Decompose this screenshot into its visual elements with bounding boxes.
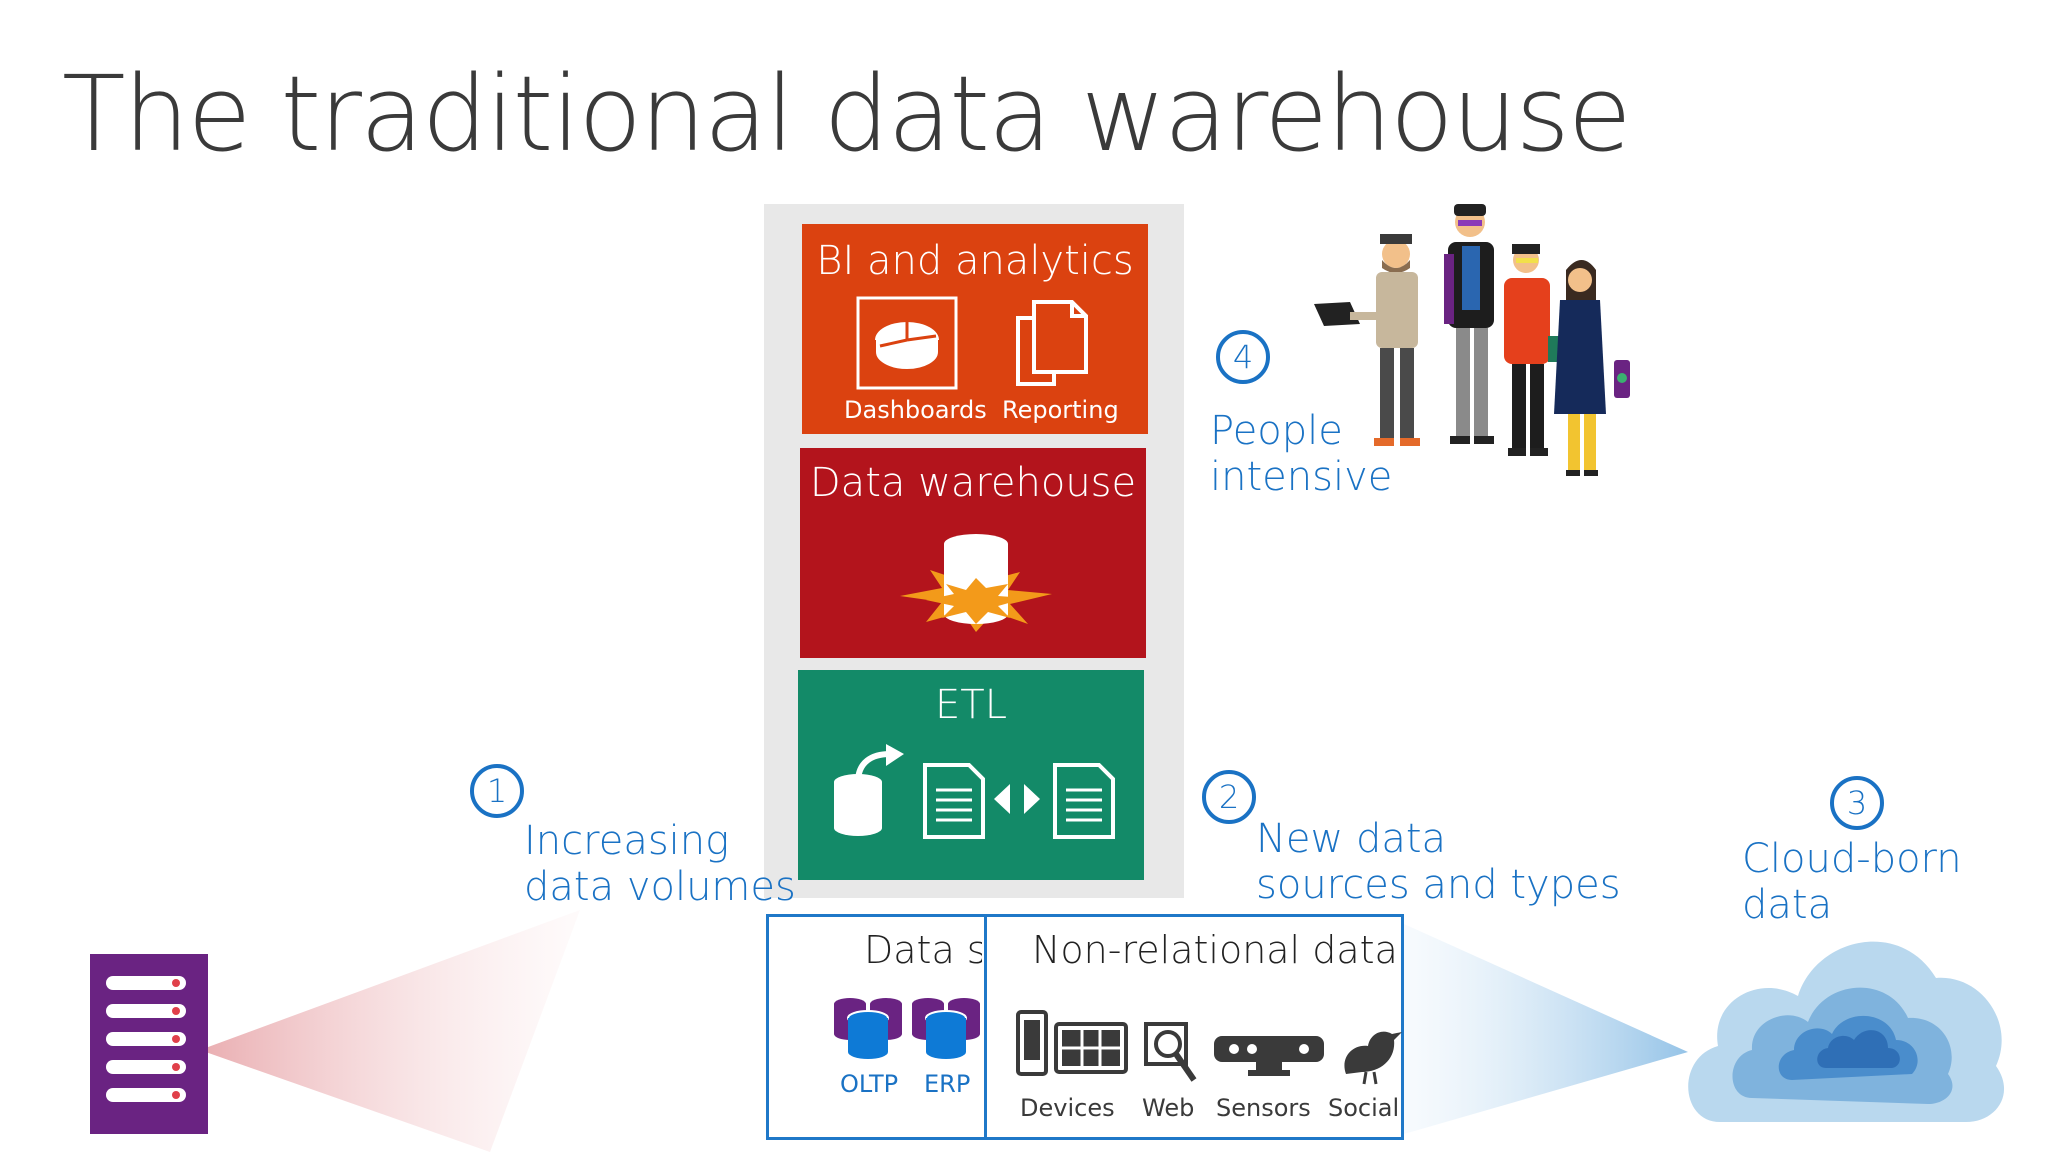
document-left-icon [923,763,985,839]
bi-analytics-layer: BI and analytics Dashboards Reporting [802,224,1148,434]
sensor-icon [1214,1036,1324,1076]
callout-1-number: 1 [470,764,524,818]
dw-layer-title: Data warehouse [809,460,1137,506]
callout-2-number: 2 [1202,770,1256,824]
oltp-label: OLTP [840,1070,899,1098]
transform-arrows-icon [994,784,1040,814]
callout-3-line2: data [1742,882,1833,928]
callout-4-number: 4 [1216,330,1270,384]
erp-database-icon [912,998,980,1059]
relational-sources-title: Data so [864,928,982,972]
dashboard-icon [856,296,958,390]
callout-2-line2: sources and types [1256,862,1621,908]
nonrelational-sources-title: Non-relational data [1032,928,1398,972]
cloud-icon [1688,941,2005,1122]
oltp-database-icon [834,998,902,1059]
right-wedge [1404,924,1688,1134]
social-bird-icon [1344,1031,1402,1085]
reporting-icon [1016,300,1088,386]
devices-label: Devices [1020,1094,1115,1122]
callout-4-line1: People [1210,408,1343,454]
left-wedge [200,910,580,1152]
bi-layer-title: BI and analytics [816,238,1134,284]
server-rack-icon [90,954,208,1134]
web-search-icon [1144,1022,1197,1082]
document-right-icon [1053,763,1115,839]
slide-title: The traditional data warehouse [62,53,1632,175]
erp-label: ERP [924,1070,971,1098]
callout-4-line2: intensive [1210,454,1393,500]
dashboards-label: Dashboards [844,396,987,424]
etl-layer: ETL [798,670,1144,880]
social-label: Social [1328,1094,1400,1122]
data-warehouse-layer: Data warehouse [800,448,1146,658]
people-icon [1314,204,1630,476]
web-label: Web [1142,1094,1195,1122]
sensors-label: Sensors [1216,1094,1311,1122]
callout-3-number: 3 [1830,776,1884,830]
data-sources-divider [984,914,987,1140]
callout-1-line2: data volumes [524,864,796,910]
reporting-label: Reporting [1002,396,1119,424]
callout-2-line1: New data [1256,816,1447,862]
etl-layer-title: ETL [935,682,1007,728]
callout-1-line1: Increasing [524,818,730,864]
database-burst-icon [900,534,1052,632]
devices-icon [1016,1010,1128,1076]
extract-icon [834,744,904,836]
callout-3-line1: Cloud-born [1742,836,1962,882]
